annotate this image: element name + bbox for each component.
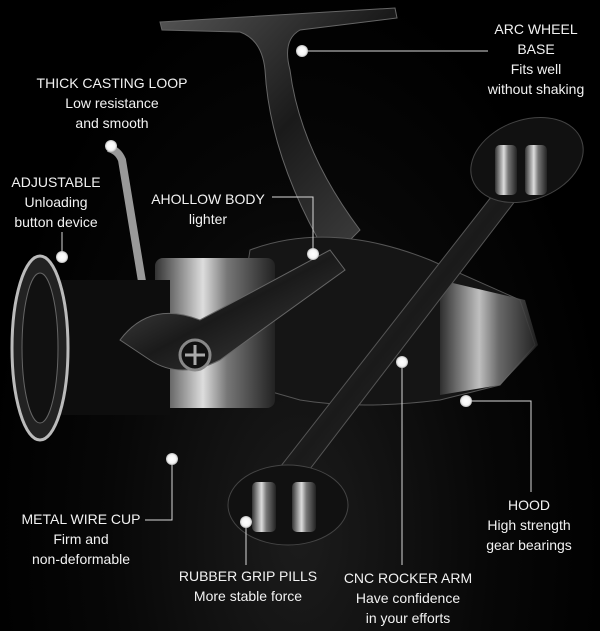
- marker-dot: [460, 395, 472, 407]
- callout-adjustable: ADJUSTABLE Unloading button device: [0, 172, 112, 232]
- callout-title: RUBBER GRIP PILLS: [178, 568, 318, 584]
- marker-dot: [56, 251, 68, 263]
- callout-arc-wheel-base: ARC WHEEL BASE Fits well without shaking: [476, 19, 596, 99]
- callout-desc: in your efforts: [365, 610, 451, 626]
- callout-title: ADJUSTABLE: [11, 174, 101, 190]
- callout-desc: Fits well: [510, 61, 562, 77]
- callout-cnc-rocker-arm: CNC ROCKER ARM Have confidence in your e…: [333, 568, 483, 628]
- callout-desc: button device: [14, 214, 98, 230]
- callout-title: HOOD: [508, 497, 550, 513]
- callout-title: THICK CASTING LOOP: [36, 75, 188, 91]
- callout-rubber-grip-pills: RUBBER GRIP PILLS More stable force: [168, 566, 328, 606]
- callout-desc: gear bearings: [486, 537, 572, 553]
- marker-dot: [240, 516, 252, 528]
- marker-dot: [105, 140, 117, 152]
- leader-hood: [466, 400, 532, 492]
- callout-desc: Firm and: [53, 531, 109, 547]
- rotor-arm: [119, 249, 346, 371]
- callout-desc: without shaking: [487, 81, 585, 97]
- callout-title: BASE: [517, 41, 555, 57]
- callout-desc: Unloading: [24, 194, 88, 210]
- callout-thick-casting-loop: THICK CASTING LOOP Low resistance and sm…: [22, 73, 202, 133]
- marker-dot: [166, 453, 178, 465]
- callout-title: ARC WHEEL: [494, 21, 578, 37]
- callout-desc: and smooth: [75, 115, 149, 131]
- callout-hollow-body: AHOLLOW BODY lighter: [143, 189, 273, 229]
- callout-desc: non-deformable: [31, 551, 131, 567]
- callout-metal-wire-cup: METAL WIRE CUP Firm and non-deformable: [10, 509, 152, 569]
- callout-desc: High strength: [487, 517, 571, 533]
- callout-hood: HOOD High strength gear bearings: [473, 495, 585, 555]
- callout-desc: More stable force: [193, 588, 303, 604]
- leader-hollow-body: [272, 196, 314, 254]
- marker-dot: [396, 356, 408, 368]
- marker-dot: [307, 248, 319, 260]
- callout-title: METAL WIRE CUP: [21, 511, 141, 527]
- callout-title: AHOLLOW BODY: [151, 191, 265, 207]
- callout-title: CNC ROCKER ARM: [343, 570, 473, 586]
- leader-metal-cup: [145, 459, 173, 521]
- marker-dot: [296, 45, 308, 57]
- callout-desc: lighter: [188, 211, 228, 227]
- callout-desc: Low resistance: [65, 95, 159, 111]
- reel-hood: [440, 280, 538, 395]
- callout-desc: Have confidence: [355, 590, 461, 606]
